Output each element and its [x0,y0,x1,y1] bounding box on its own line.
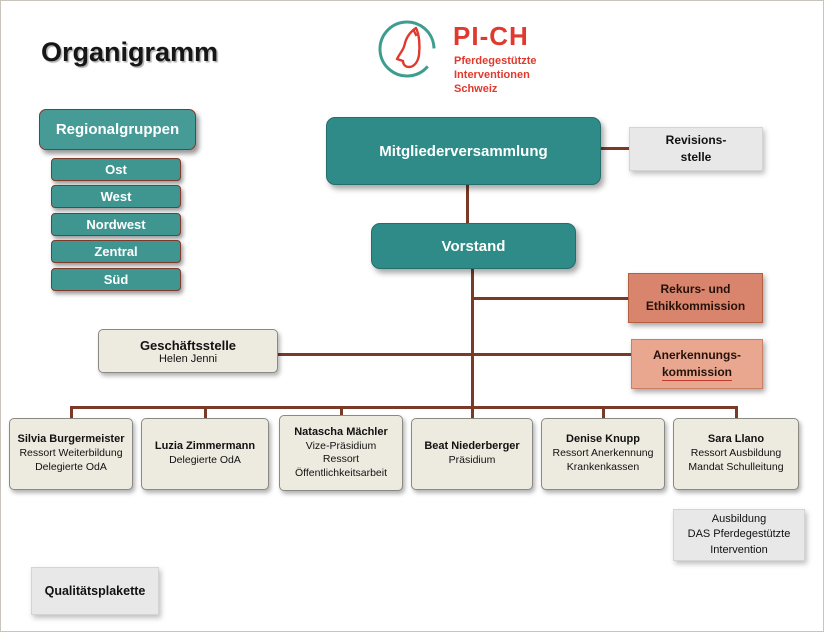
connector-trunk [471,267,474,419]
member-role: Ressort Ausbildung [690,447,782,460]
revisionsstelle-box: Revisions- stelle [629,127,763,171]
revisionsstelle-line-2: stelle [680,150,712,164]
member-name: Natascha Mächler [294,425,388,438]
member-role: Ressort [322,453,360,466]
mitgliederversammlung-box: Mitgliederversammlung [326,117,601,185]
rekurs-line-1: Rekurs- und [660,282,731,297]
member-box-sara: Sara Llano Ressort Ausbildung Mandat Sch… [673,418,799,490]
member-role: Krankenkassen [566,461,640,473]
region-zentral-box: Zentral [51,240,181,263]
member-role: Vize-Präsidium [305,439,377,452]
connector-mv-revisionsstelle [599,147,631,150]
member-role: Öffentlichkeitsarbeit [294,466,388,479]
member-name: Luzia Zimmermann [154,440,256,453]
ausbildung-das-box: Ausbildung DAS Pferdegestützte Intervent… [673,509,805,561]
anerkennungskommission-box: Anerkennungs- kommission [631,339,763,389]
geschaeftsstelle-box: Geschäftsstelle Helen Jenni [98,329,278,373]
pi-ch-horse-logo-icon [378,20,436,78]
member-role: Mandat Schulleitung [688,461,784,473]
connector-drop-sara [735,406,738,419]
member-role: Ressort Weiterbildung [19,447,123,460]
member-box-silvia: Silvia Burgermeister Ressort Weiterbildu… [9,418,133,490]
rekurs-ethikkommission-box: Rekurs- und Ethikkommission [628,273,763,323]
member-box-luzia: Luzia Zimmermann Delegierte OdA [141,418,269,490]
ausbildung-line-2: DAS Pferdegestützte [687,528,791,541]
page-title: Organigramm [41,37,219,67]
ausbildung-line-1: Ausbildung [711,512,767,525]
connector-trunk-rekurs [472,297,629,300]
geschaeftsstelle-title: Geschäftsstelle [139,337,237,353]
connector-mv-vorstand [466,185,469,225]
revisionsstelle-line-1: Revisions- [665,133,727,148]
vorstand-box: Vorstand [371,223,576,269]
qualitaetsplakette-box: Qualitätsplakette [31,567,159,615]
member-name: Denise Knupp [566,433,640,446]
member-role: Delegierte OdA [169,454,241,467]
member-role: Delegierte OdA [35,461,107,473]
connector-bottom-rail [71,406,738,409]
region-sued-box: Süd [51,268,181,291]
tagline-line-3: Schweiz [454,83,498,95]
rekurs-line-2: Ethikkommission [645,299,746,313]
connector-drop-natascha [340,406,343,419]
member-box-natascha: Natascha Mächler Vize-Präsidium Ressort … [279,415,403,491]
member-name: Sara Llano [707,433,765,446]
member-role: Präsidium [448,454,496,467]
member-box-beat: Beat Niederberger Präsidium [411,418,533,490]
connector-drop-silvia [70,406,73,419]
regionalgruppen-box: Regionalgruppen [39,109,196,150]
tagline-line-2: Interventionen [454,69,530,81]
member-name: Beat Niederberger [424,440,520,453]
anerkennung-line-2: kommission [661,364,733,382]
geschaeftsstelle-person: Helen Jenni [158,352,218,365]
member-role: Ressort Anerkennung [552,447,654,460]
region-nordwest-box: Nordwest [51,213,181,236]
connector-geschaeftsstelle-anerkennung [278,353,632,356]
region-ost-box: Ost [51,158,181,181]
member-name: Silvia Burgermeister [17,433,125,446]
ausbildung-line-3: Intervention [710,543,768,556]
brand-tagline: Pferdegestützte Interventionen Schweiz [454,54,537,96]
member-box-denise: Denise Knupp Ressort Anerkennung Kranken… [541,418,665,490]
region-west-box: West [51,185,181,208]
connector-drop-denise [602,406,605,419]
tagline-line-1: Pferdegestützte [454,55,537,67]
connector-drop-luzia [204,406,207,419]
anerkennung-line-1: Anerkennungs- [652,347,741,362]
brand-name: PI-CH [453,21,529,51]
